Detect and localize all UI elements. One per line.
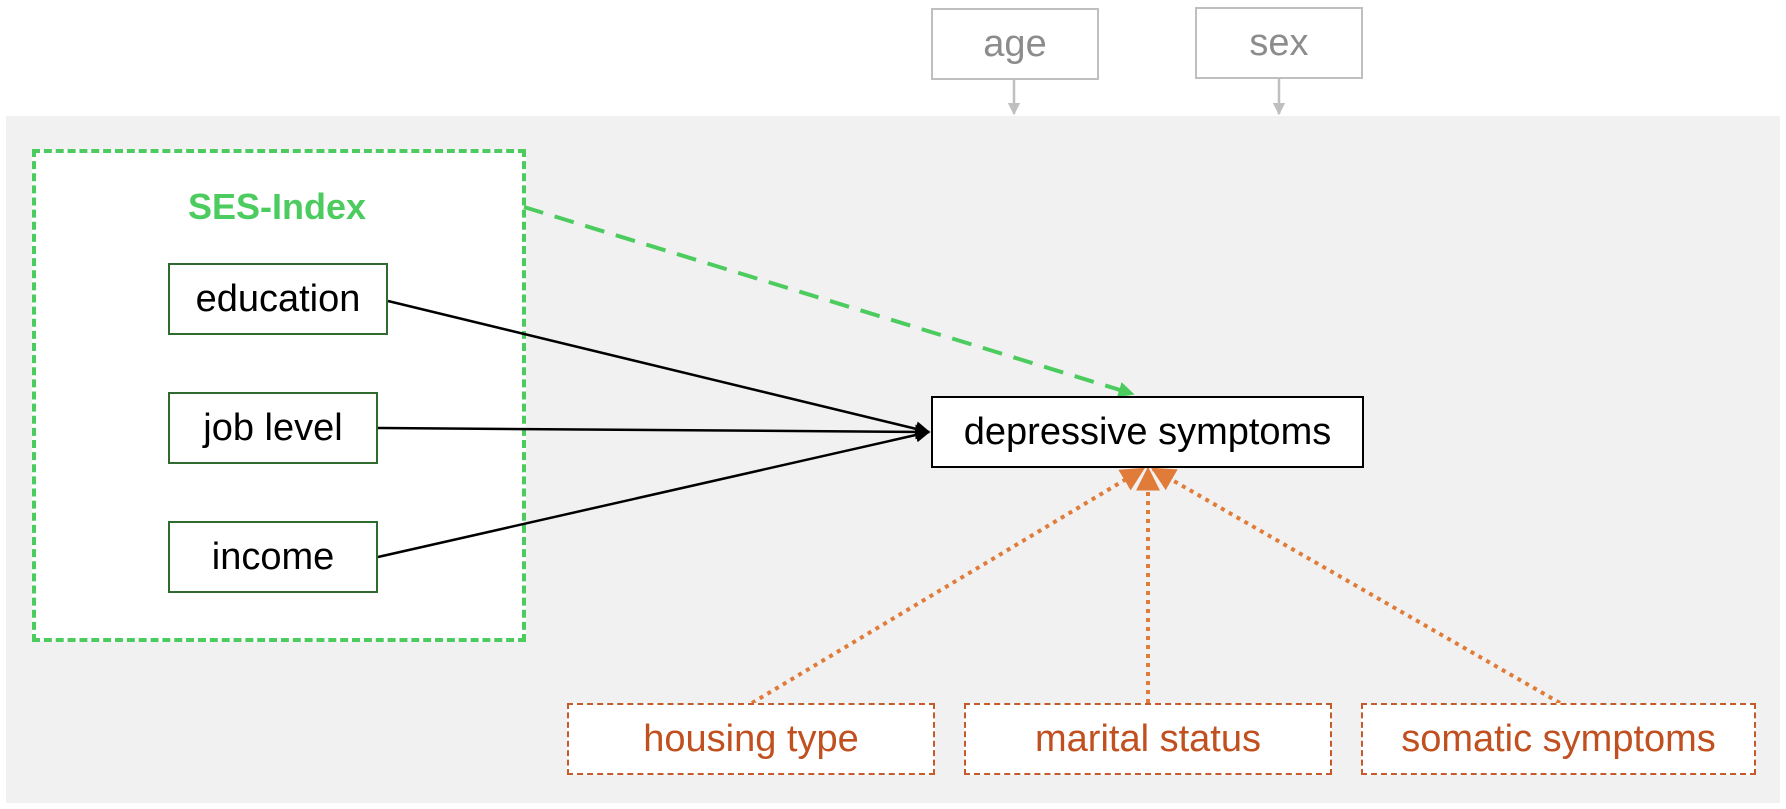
moderator-housing-type: housing type	[567, 703, 935, 775]
ses-item-education-label: education	[195, 278, 361, 320]
edge-job-level-to-outcome	[377, 424, 931, 440]
covariate-sex-label: sex	[1249, 22, 1309, 64]
ses-item-income: income	[168, 521, 378, 593]
moderator-somatic-symptoms-label: somatic symptoms	[1401, 718, 1716, 760]
edge-ses-index-to-outcome	[523, 205, 1135, 398]
ses-item-income-label: income	[211, 536, 335, 578]
ses-item-job-level: job level	[168, 392, 378, 464]
outcome-depressive-symptoms: depressive symptoms	[931, 396, 1364, 468]
moderator-housing-type-label: housing type	[643, 718, 859, 760]
moderator-marital-status-label: marital status	[1035, 718, 1261, 760]
ses-item-job-level-label: job level	[203, 407, 343, 449]
edge-somatic-symptoms-to-outcome	[1150, 467, 1561, 705]
covariate-age-label: age	[983, 23, 1047, 65]
covariate-sex: sex	[1195, 7, 1363, 79]
edge-housing-type-to-outcome	[750, 467, 1146, 705]
moderator-marital-status: marital status	[964, 703, 1332, 775]
outcome-label: depressive symptoms	[963, 411, 1332, 453]
edge-income-to-outcome	[377, 427, 931, 559]
ses-item-education: education	[168, 263, 388, 335]
edge-education-to-outcome	[387, 299, 931, 437]
covariate-age: age	[931, 8, 1099, 80]
ses-index-title: SES-Index	[187, 186, 367, 227]
moderator-somatic-symptoms: somatic symptoms	[1361, 703, 1756, 775]
